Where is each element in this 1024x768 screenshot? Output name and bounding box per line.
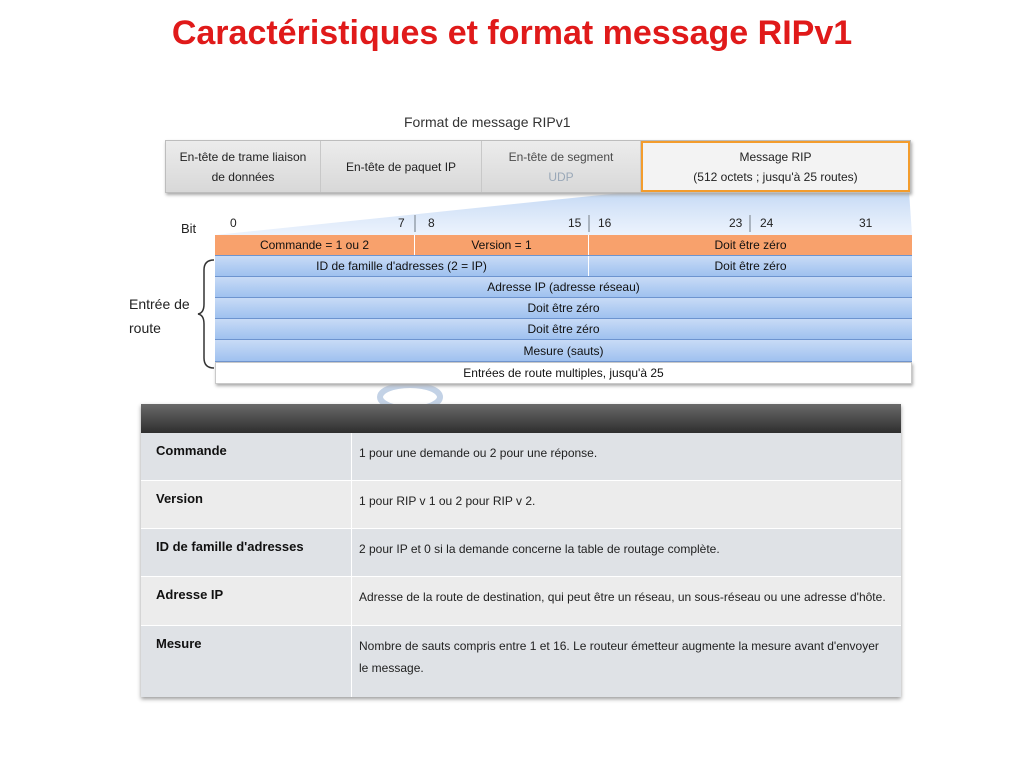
table-key: Commande bbox=[141, 433, 352, 480]
table-header-bar bbox=[141, 404, 901, 433]
bit-number: 24 bbox=[760, 216, 774, 230]
diagram-title: Format de message RIPv1 bbox=[404, 114, 571, 130]
frame-cell-text: En-tête de paquet IP bbox=[345, 159, 457, 174]
table-value: Nombre de sauts compris entre 1 et 16. L… bbox=[359, 639, 879, 675]
table-row: Adresse IP Adresse de la route de destin… bbox=[141, 577, 901, 626]
frame-cell-text: UDP bbox=[548, 169, 574, 184]
field-must-be-zero: Doit être zéro bbox=[527, 301, 600, 315]
bit-tick bbox=[749, 215, 751, 232]
row-address-family: ID de famille d'adresses (2 = IP) Doit ê… bbox=[215, 256, 912, 277]
bit-tick bbox=[414, 215, 416, 232]
row-zero-1: Doit être zéro bbox=[215, 298, 912, 319]
frame-cell-text: En-tête de segment bbox=[508, 149, 614, 164]
field-description-table: Commande 1 pour une demande ou 2 pour un… bbox=[141, 404, 901, 697]
frame-cell-rip-message: Message RIP (512 octets ; jusqu'à 25 rou… bbox=[641, 141, 910, 192]
table-row: Commande 1 pour une demande ou 2 pour un… bbox=[141, 433, 901, 481]
bit-tick bbox=[588, 215, 590, 232]
row-metric: Mesure (sauts) bbox=[215, 340, 912, 362]
bit-number: 7 bbox=[398, 216, 405, 230]
slide-title: Caractéristiques et format message RIPv1 bbox=[171, 14, 853, 52]
row-ip-address: Adresse IP (adresse réseau) bbox=[215, 277, 912, 298]
frame-cell-datalink: En-tête de trame liaison de données bbox=[166, 141, 321, 192]
table-value: 1 pour une demande ou 2 pour une réponse… bbox=[359, 446, 598, 460]
table-key: ID de famille d'adresses bbox=[141, 529, 352, 576]
bit-number: 8 bbox=[428, 216, 435, 230]
rip-message-format: Commande = 1 ou 2 Version = 1 Doit être … bbox=[215, 235, 912, 384]
row-multiple-entries: Entrées de route multiples, jusqu'à 25 bbox=[215, 362, 912, 384]
route-entry-brace bbox=[197, 259, 215, 369]
field-metric: Mesure (sauts) bbox=[523, 343, 604, 358]
frame-cell-ip: En-tête de paquet IP bbox=[321, 141, 482, 192]
route-entry-label-text: Entrée de bbox=[129, 296, 190, 312]
row-zero-2: Doit être zéro bbox=[215, 319, 912, 340]
field-must-be-zero: Doit être zéro bbox=[527, 322, 600, 336]
table-value: Adresse de la route de destination, qui … bbox=[359, 590, 886, 604]
table-value: 2 pour IP et 0 si la demande concerne la… bbox=[359, 542, 720, 556]
table-row: Version 1 pour RIP v 1 ou 2 pour RIP v 2… bbox=[141, 481, 901, 529]
table-key: Mesure bbox=[141, 626, 352, 697]
field-address-family: ID de famille d'adresses (2 = IP) bbox=[215, 256, 589, 276]
bit-number: 23 bbox=[729, 216, 743, 230]
frame-cell-text: de données bbox=[211, 169, 275, 184]
frame-cell-text: (512 octets ; jusqu'à 25 routes) bbox=[693, 169, 858, 184]
row-command-version: Commande = 1 ou 2 Version = 1 Doit être … bbox=[215, 235, 912, 256]
field-version: Version = 1 bbox=[415, 235, 589, 255]
bit-label: Bit bbox=[181, 221, 197, 236]
field-must-be-zero: Doit être zéro bbox=[714, 259, 787, 273]
field-must-be-zero: Doit être zéro bbox=[714, 238, 787, 252]
bit-number: 0 bbox=[230, 216, 237, 230]
bit-number: 16 bbox=[598, 216, 612, 230]
route-entry-label-text: route bbox=[129, 320, 161, 336]
route-entry-label: Entrée de route bbox=[129, 292, 190, 340]
field-command: Commande = 1 ou 2 bbox=[215, 235, 415, 255]
bit-number: 15 bbox=[568, 216, 582, 230]
frame-header: En-tête de trame liaison de données En-t… bbox=[165, 140, 911, 193]
bit-number: 31 bbox=[859, 216, 873, 230]
frame-cell-udp: En-tête de segment UDP bbox=[482, 141, 641, 192]
table-row: Mesure Nombre de sauts compris entre 1 e… bbox=[141, 626, 901, 697]
table-value: 1 pour RIP v 1 ou 2 pour RIP v 2. bbox=[359, 494, 536, 508]
frame-cell-text: Message RIP bbox=[739, 149, 812, 164]
table-key: Adresse IP bbox=[141, 577, 352, 625]
frame-cell-text: En-tête de trame liaison bbox=[179, 149, 307, 164]
table-row: ID de famille d'adresses 2 pour IP et 0 … bbox=[141, 529, 901, 577]
table-key: Version bbox=[141, 481, 352, 528]
field-ip-address: Adresse IP (adresse réseau) bbox=[487, 280, 640, 294]
field-multiple-entries: Entrées de route multiples, jusqu'à 25 bbox=[463, 366, 664, 380]
